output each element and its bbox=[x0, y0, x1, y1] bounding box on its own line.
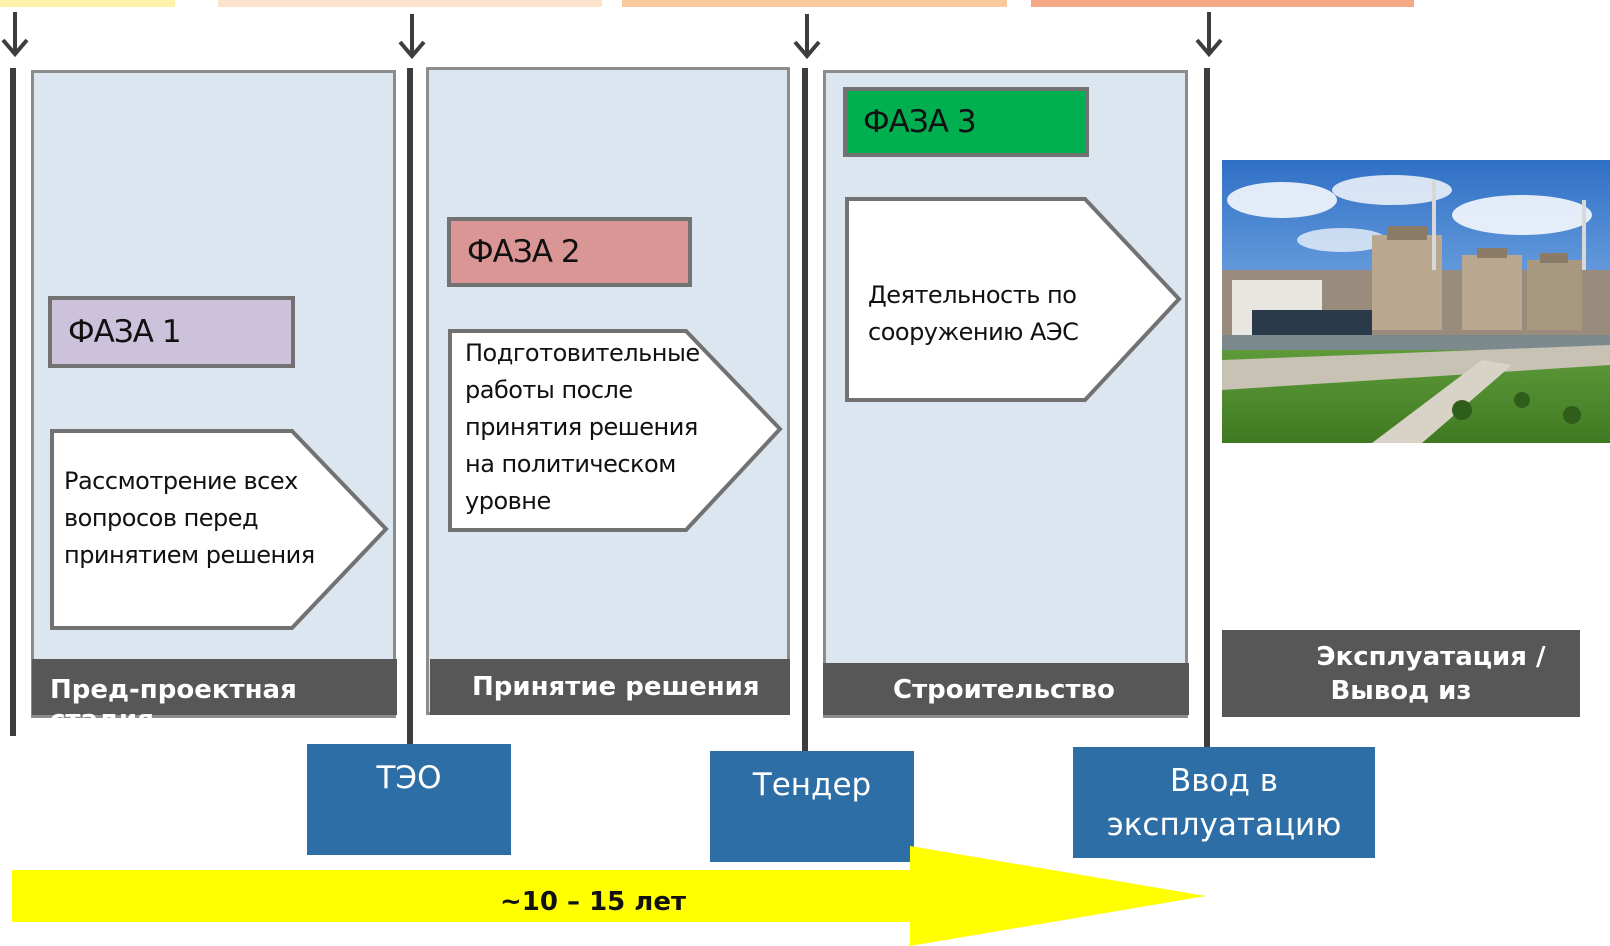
activity-line: вопросов перед bbox=[64, 504, 259, 532]
arrow-down-icon bbox=[1195, 12, 1223, 58]
arrow-down-icon bbox=[793, 14, 821, 60]
phase-2-box: ФАЗА 2 bbox=[447, 217, 692, 287]
activity-text-1: Рассмотрение всех вопросов перед приняти… bbox=[64, 463, 315, 574]
activity-arrow-1: Рассмотрение всех вопросов перед приняти… bbox=[50, 429, 390, 632]
milestone-commissioning-line2: эксплуатацию bbox=[1106, 807, 1342, 843]
milestone-teo: ТЭО bbox=[307, 744, 511, 855]
milestone-commissioning-line1: Ввод в bbox=[1169, 763, 1279, 799]
timeline-divider bbox=[1204, 68, 1210, 748]
timeline-divider bbox=[10, 68, 16, 736]
milestone-commissioning: Ввод в эксплуатацию bbox=[1073, 747, 1375, 858]
top-band-4 bbox=[1031, 0, 1414, 7]
pentagon-shape bbox=[50, 429, 389, 630]
stage-label-construction: Строительство bbox=[823, 663, 1189, 715]
activity-arrow-2: Подготовительные работы после принятия р… bbox=[448, 329, 784, 534]
milestone-tender: Тендер bbox=[710, 751, 914, 862]
activity-line: сооружению АЭС bbox=[868, 318, 1079, 346]
activity-text-2: Подготовительные работы после принятия р… bbox=[465, 335, 700, 520]
plant-illustration bbox=[1222, 160, 1610, 443]
activity-line: Деятельность по bbox=[868, 281, 1077, 309]
top-band-3 bbox=[622, 0, 1007, 7]
phase-3-box: ФАЗА 3 bbox=[843, 87, 1089, 157]
activity-text-3: Деятельность по сооружению АЭС bbox=[868, 277, 1079, 351]
activity-line: на политическом bbox=[465, 450, 676, 478]
activity-line: уровне bbox=[465, 487, 551, 515]
pentagon-shape bbox=[448, 329, 783, 532]
timeline-divider bbox=[802, 68, 808, 751]
phase-1-box: ФАЗА 1 bbox=[48, 296, 295, 368]
duration-label: ~10 – 15 лет bbox=[500, 887, 687, 917]
top-band-2 bbox=[218, 0, 602, 7]
activity-arrow-3: Деятельность по сооружению АЭС bbox=[845, 197, 1183, 404]
stage-label-operation-line2: Вывод из эксплуатации bbox=[1296, 676, 1506, 740]
nuclear-power-plant-photo bbox=[1222, 160, 1610, 443]
arrow-down-icon bbox=[1, 12, 29, 58]
activity-line: принятия решения bbox=[465, 413, 698, 441]
activity-line: Подготовительные bbox=[465, 339, 700, 367]
activity-line: принятием решения bbox=[64, 541, 315, 569]
top-band-1 bbox=[0, 0, 175, 7]
stage-label-operation-line1: Эксплуатация / bbox=[1316, 642, 1546, 672]
stage-label-decision: Принятие решения bbox=[430, 659, 790, 715]
duration-arrow bbox=[12, 846, 1206, 946]
activity-line: Рассмотрение всех bbox=[64, 467, 298, 495]
stage-label-preproject: Пред-проектная стадия bbox=[32, 659, 397, 735]
pentagon-shape bbox=[845, 197, 1182, 402]
stage-label-operation: Эксплуатация / Вывод из эксплуатации bbox=[1222, 630, 1580, 740]
activity-line: работы после bbox=[465, 376, 633, 404]
timeline-divider bbox=[407, 68, 413, 746]
arrow-down-icon bbox=[398, 14, 426, 60]
